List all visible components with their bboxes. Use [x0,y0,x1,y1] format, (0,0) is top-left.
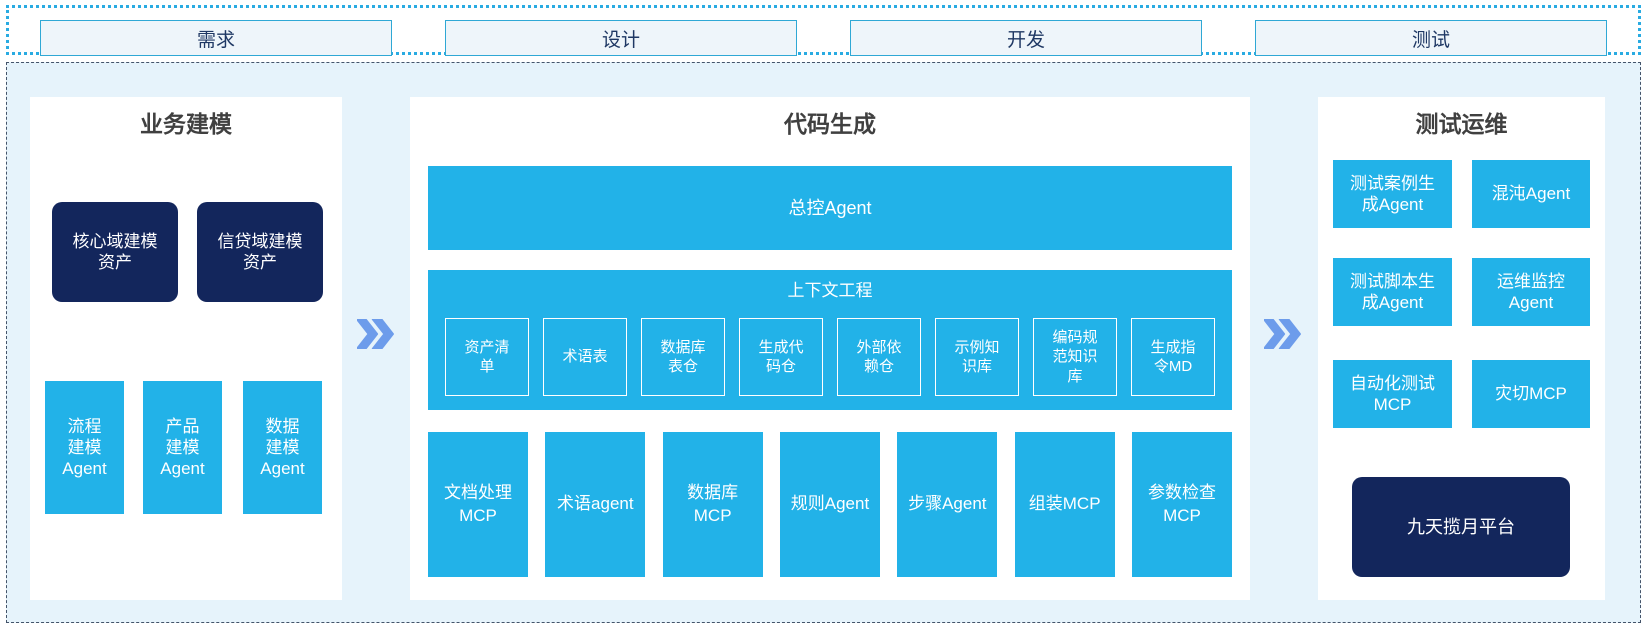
product-modeling-agent-box: 产品 建模 Agent [143,381,222,514]
test-ops-panel: 测试运维 测试案例生 成Agent 混沌Agent 测试脚本生 成Agent 运… [1318,97,1605,600]
credit-domain-modeling-assets-box: 信贷域建模 资产 [197,202,323,302]
jiutian-lanyue-platform-box: 九天揽月平台 [1352,477,1570,577]
phase-box-development: 开发 [850,20,1202,56]
generation-instruction-md-box: 生成指 令MD [1131,318,1215,396]
disaster-switch-mcp-box: 灾切MCP [1472,360,1590,428]
terminology-agent-box: 术语agent [545,432,646,577]
test-script-generation-agent-box: 测试脚本生 成Agent [1333,258,1452,326]
context-engineering-title: 上下文工程 [787,281,873,300]
rules-agent-box: 规则Agent [779,432,880,577]
glossary-box: 术语表 [543,318,627,396]
asset-inventory-box: 资产清 单 [445,318,529,396]
assembly-mcp-box: 组装MCP [1014,432,1115,577]
example-knowledge-base-box: 示例知 识库 [935,318,1019,396]
phase-box-requirements: 需求 [40,20,392,56]
context-engineering-row: 资产清 单 术语表 数据库 表仓 生成代 码仓 外部依 赖仓 示例知 识库 编码… [428,318,1232,396]
automated-testing-mcp-box: 自动化测试 MCP [1333,360,1452,428]
coding-standards-kb-box: 编码规 范知识 库 [1033,318,1117,396]
master-control-agent-bar: 总控Agent [428,166,1232,250]
test-case-generation-agent-box: 测试案例生 成Agent [1333,160,1452,228]
ops-monitoring-agent-box: 运维监控 Agent [1472,258,1590,326]
core-domain-modeling-assets-box: 核心域建模 资产 [52,202,178,302]
test-ops-title: 测试运维 [1415,111,1508,137]
double-chevron-right-icon [1264,319,1301,349]
business-modeling-panel: 业务建模 核心域建模 资产 信贷域建模 资产 流程 建模 Agent 产品 建模… [30,97,342,600]
database-table-repo-box: 数据库 表仓 [641,318,725,396]
phase-box-design: 设计 [445,20,797,56]
code-generation-panel: 代码生成 总控Agent 上下文工程 资产清 单 术语表 数据库 表仓 生成代 … [410,97,1250,600]
double-chevron-right-icon [357,319,394,349]
data-modeling-agent-box: 数据 建模 Agent [243,381,322,514]
chaos-agent-box: 混沌Agent [1472,160,1590,228]
steps-agent-box: 步骤Agent [897,432,998,577]
parameter-check-mcp-box: 参数检查 MCP [1131,432,1232,577]
phase-box-testing: 测试 [1255,20,1607,56]
generated-code-repo-box: 生成代 码仓 [739,318,823,396]
context-engineering-container: 上下文工程 资产清 单 术语表 数据库 表仓 生成代 码仓 外部依 赖仓 示例知… [428,270,1232,410]
process-modeling-agent-box: 流程 建模 Agent [45,381,124,514]
business-modeling-title: 业务建模 [140,111,232,137]
document-processing-mcp-box: 文档处理 MCP [428,432,528,577]
external-dependency-repo-box: 外部依 赖仓 [837,318,921,396]
code-generation-title: 代码生成 [784,111,876,137]
database-mcp-box: 数据库 MCP [662,432,763,577]
workers-row: 文档处理 MCP 术语agent 数据库 MCP 规则Agent 步骤Agent… [428,432,1232,577]
phase-strip: 需求 设计 开发 测试 [6,5,1641,56]
